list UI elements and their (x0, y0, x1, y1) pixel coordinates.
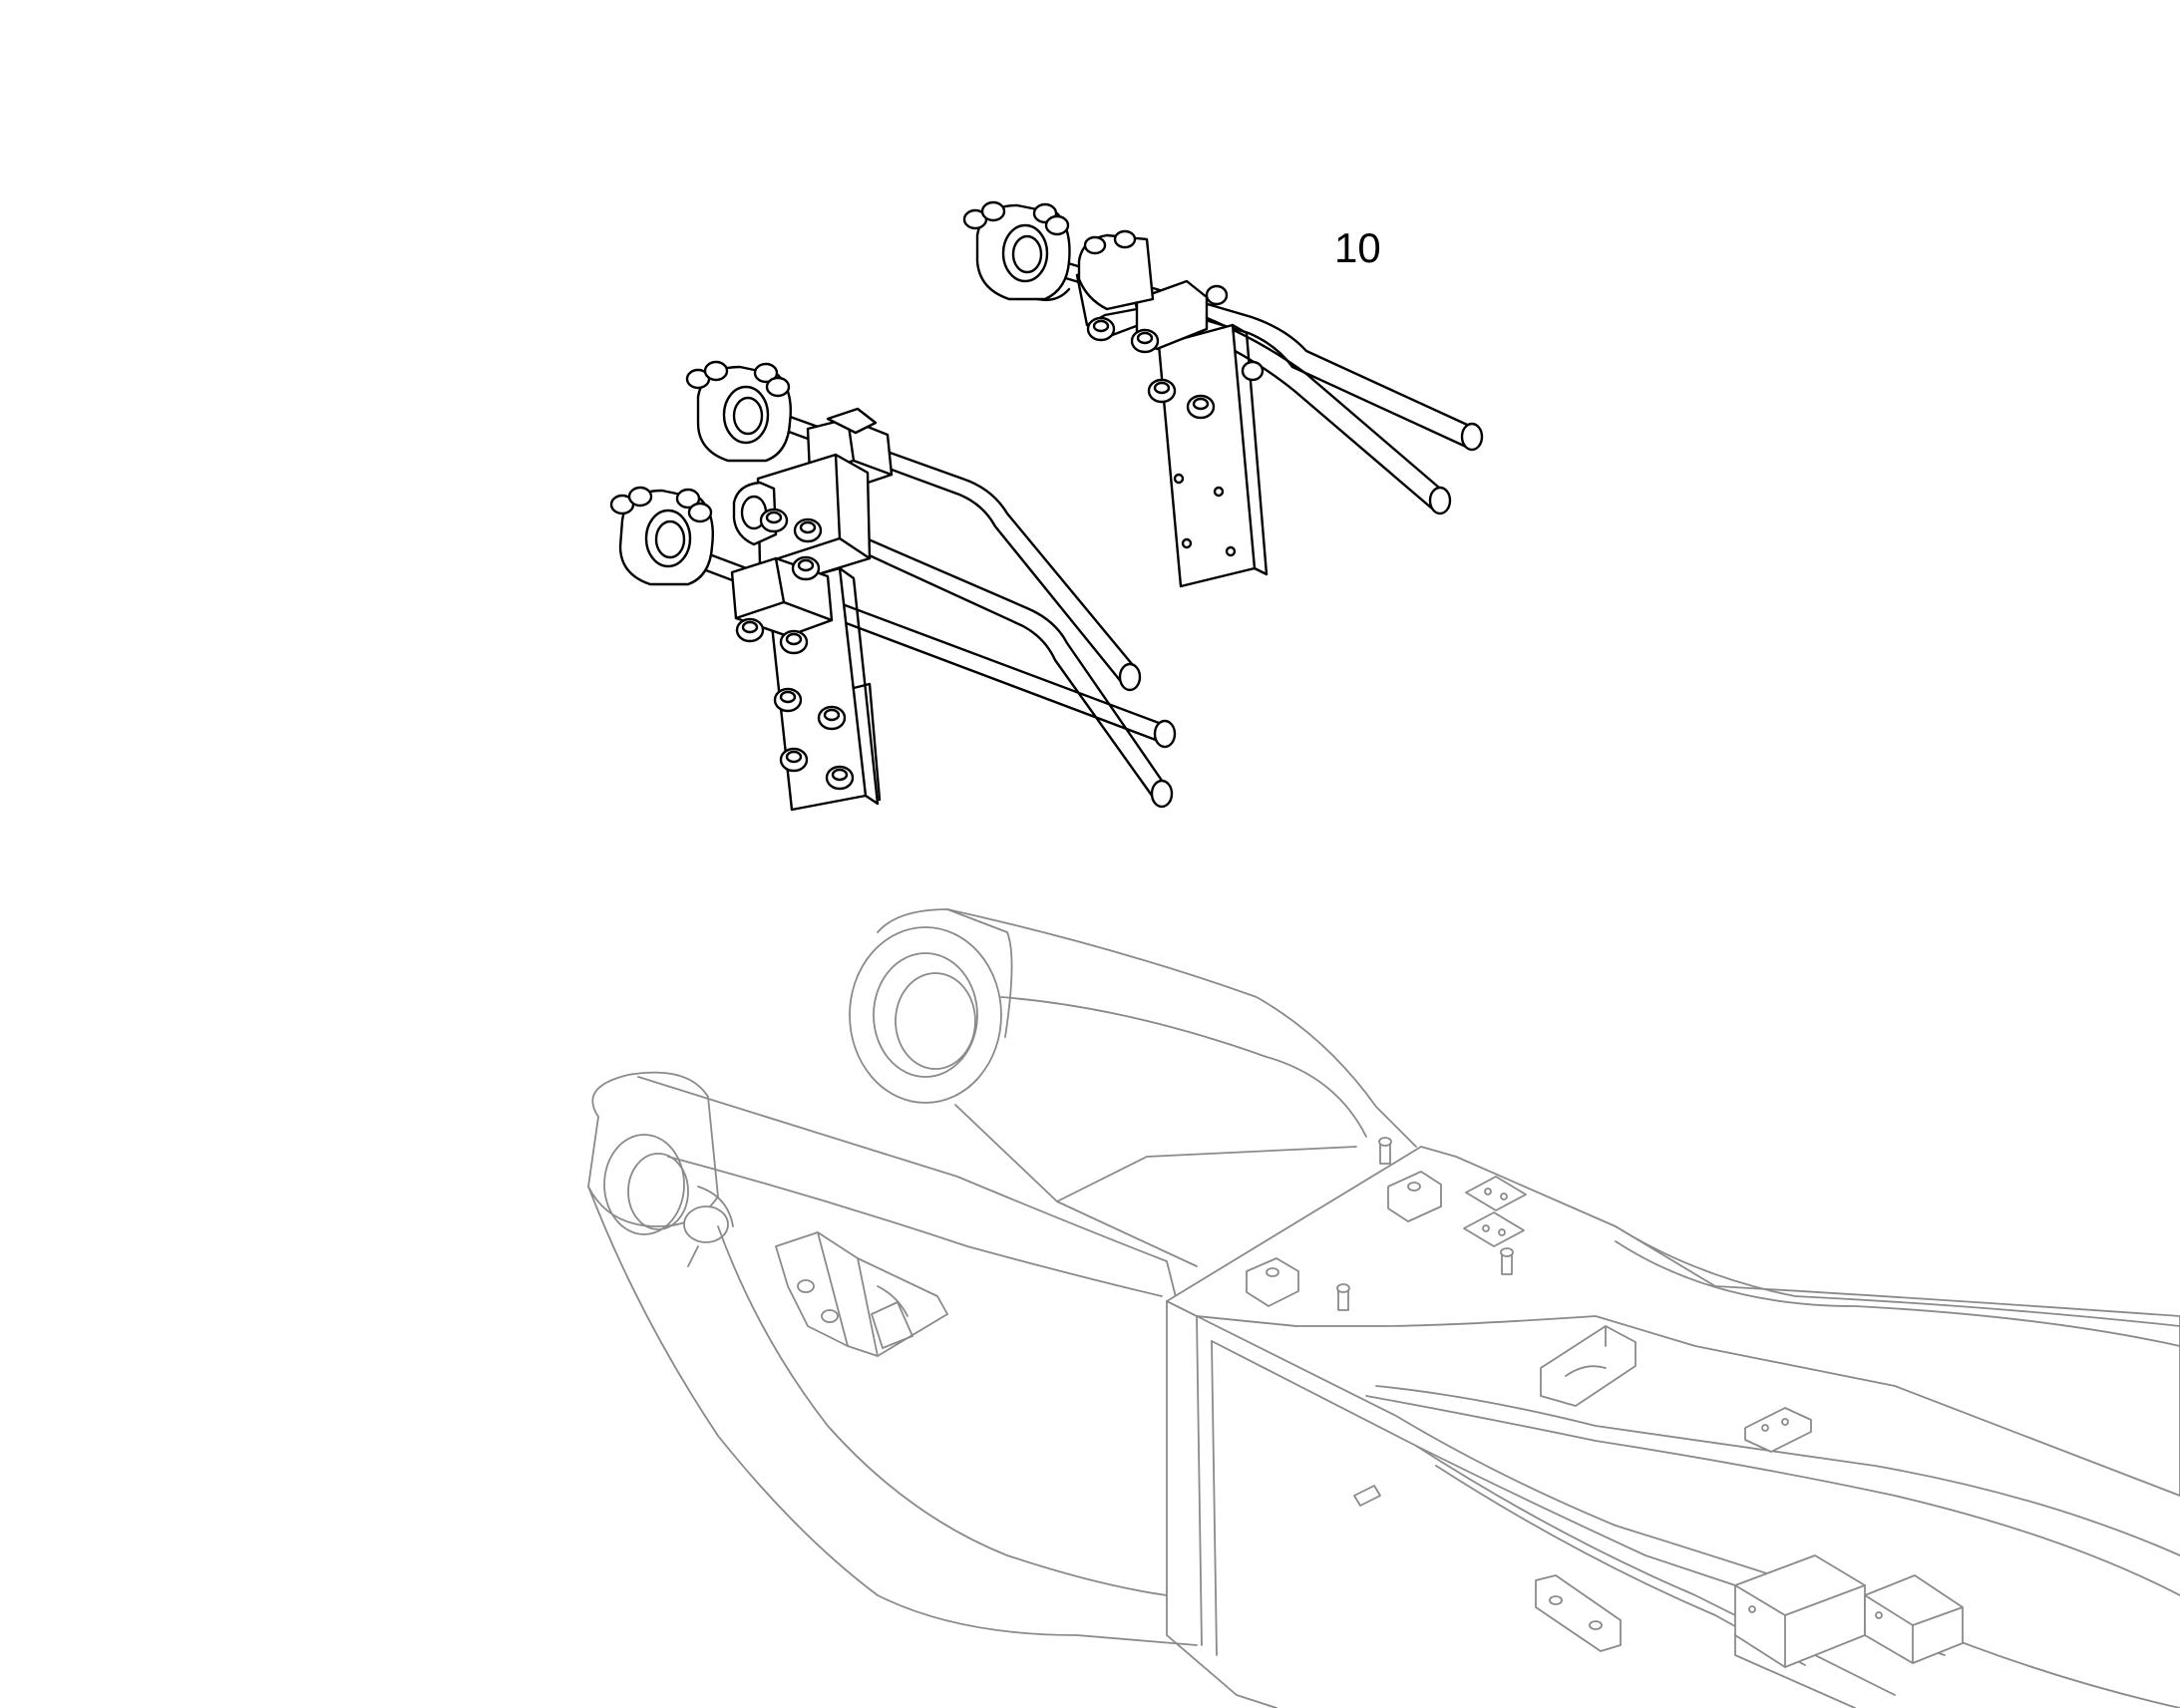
hose-line-assembly-left-upper (685, 360, 1142, 692)
bolt-left-8 (779, 747, 809, 773)
deck-pin-4 (1353, 1485, 1381, 1507)
deck-block-2 (1246, 1257, 1299, 1307)
deck-plate-1 (1465, 1176, 1527, 1211)
deck-pin-3 (1336, 1283, 1350, 1311)
split-flange-left-upper (685, 360, 792, 463)
clamp-collar-right (1077, 229, 1155, 311)
bolt-left-4 (735, 617, 765, 643)
bolt-right-5 (1205, 284, 1229, 306)
side-bracket (775, 1231, 948, 1357)
bolt-right-1 (1086, 316, 1116, 342)
upper-arm-outline (946, 908, 1417, 1148)
split-flange-right (962, 200, 1071, 302)
tube-left-upper-1 (766, 407, 1139, 672)
bolt-right-6 (1241, 360, 1265, 382)
tube-left-middle (846, 528, 1169, 790)
deck-block-1 (1387, 1171, 1442, 1222)
lower-arm-outline (637, 1076, 1178, 1302)
hose-line-assembly-right (962, 200, 1484, 588)
bolt-left-7 (817, 705, 847, 731)
deck-plate-3 (1744, 1407, 1812, 1453)
hose-line-assembly-left-lower (609, 453, 1177, 812)
bolt-left-1 (759, 508, 789, 533)
mounting-plate-right (1157, 323, 1257, 588)
bolt-left-9 (825, 765, 855, 791)
bolt-right-2 (1130, 328, 1160, 354)
frame-front-web (1166, 1300, 1277, 1708)
lower-block-1 (1734, 1554, 1866, 1668)
upper-pivot-boss (849, 908, 1013, 1104)
lower-block-2 (1864, 1574, 1964, 1664)
bolt-left-6 (773, 687, 803, 713)
bolt-left-2 (793, 517, 823, 543)
callout-item-10: 10 (1334, 224, 1381, 271)
deck-pin-2 (1500, 1247, 1514, 1275)
frame-top-deck (1166, 1146, 2180, 1497)
deck-pin-1 (1378, 1137, 1392, 1165)
tube-right-upper (1025, 249, 1478, 431)
split-flange-left-lower (609, 486, 714, 586)
bolt-right-4 (1186, 394, 1216, 420)
bolt-left-3 (791, 555, 821, 581)
web-plate (1535, 1574, 1622, 1652)
lower-pivot-boss (587, 1071, 734, 1267)
deck-saddle-block (1540, 1325, 1636, 1407)
boom-frame-assembly (587, 908, 2180, 1708)
bolt-left-5 (779, 629, 809, 655)
deck-plate-2 (1463, 1211, 1525, 1247)
bolt-right-3 (1147, 378, 1177, 404)
